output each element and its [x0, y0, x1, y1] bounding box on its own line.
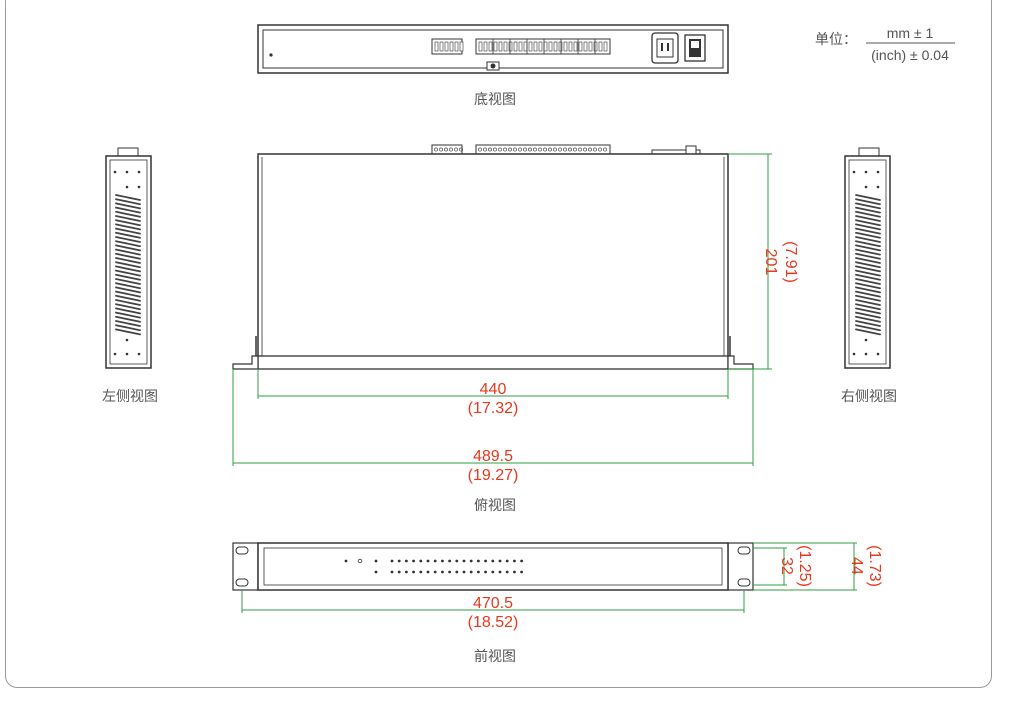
outer-width-in-label: (19.27)	[468, 467, 519, 484]
bottom-view-caption: 底视图	[474, 92, 516, 108]
mount-width-in-label: (18.52)	[468, 614, 519, 631]
total-height-mm-label: 44	[848, 557, 865, 575]
mount-width-mm-label: 470.5	[473, 595, 513, 612]
front-panel	[257, 542, 729, 591]
inner-width-in-label: (17.32)	[468, 400, 519, 417]
front-view-caption: 前视图	[474, 648, 516, 665]
left-side-view: 左侧视图	[102, 147, 158, 405]
top-view-caption: 俯视图	[474, 498, 516, 514]
indicator-leds	[344, 558, 523, 574]
drawing-frame	[5, 0, 992, 688]
panel-height-in-label: (1.25)	[796, 545, 813, 587]
dimension-inner-width: 440 (17.32)	[257, 369, 729, 417]
top-view: 201 (7.91) 440 (17.32) 489.5 (19.27) 俯视图	[232, 144, 799, 514]
screw-dot	[269, 53, 273, 57]
rack-ear-right	[727, 355, 754, 370]
bottom-view: 底视图	[257, 24, 729, 108]
terminal-block-large	[475, 38, 611, 55]
power-switch-icon	[684, 34, 706, 62]
vent-slots	[115, 194, 141, 336]
rack-ear-left	[232, 355, 259, 370]
units-denominator: (inch) ± 0.04	[871, 47, 949, 63]
top-connector-large	[475, 144, 611, 155]
outer-width-mm-label: 489.5	[473, 448, 513, 465]
height-in-label: (7.91)	[782, 241, 799, 283]
dimension-outer-width: 489.5 (19.27)	[232, 369, 754, 484]
dimension-panel-height: 32 (1.25)	[753, 545, 813, 587]
inner-width-mm-label: 440	[480, 381, 507, 398]
height-mm-label: 201	[762, 249, 779, 276]
panel-height-mm-label: 32	[778, 557, 795, 575]
vent-slots	[855, 194, 881, 336]
dimension-mount-width: 470.5 (18.52)	[241, 590, 745, 631]
terminal-block-small	[431, 38, 464, 55]
left-side-caption: 左侧视图	[102, 389, 158, 405]
chassis-body	[257, 153, 729, 361]
front-view: 470.5 (18.52) 32 (1.25) 44 (1.73) 前视图	[232, 542, 883, 665]
units-legend: 单位： mm ± 1 (inch) ± 0.04	[815, 25, 955, 63]
total-height-in-label: (1.73)	[866, 545, 883, 587]
power-inlet-icon	[651, 32, 679, 64]
right-side-view: 右侧视图	[841, 147, 897, 405]
units-numerator: mm ± 1	[887, 25, 934, 41]
units-label: 单位：	[815, 31, 857, 47]
dimension-total-height: 44 (1.73)	[753, 542, 883, 591]
right-side-caption: 右侧视图	[841, 389, 897, 405]
dimension-height: 201 (7.91)	[728, 153, 799, 370]
